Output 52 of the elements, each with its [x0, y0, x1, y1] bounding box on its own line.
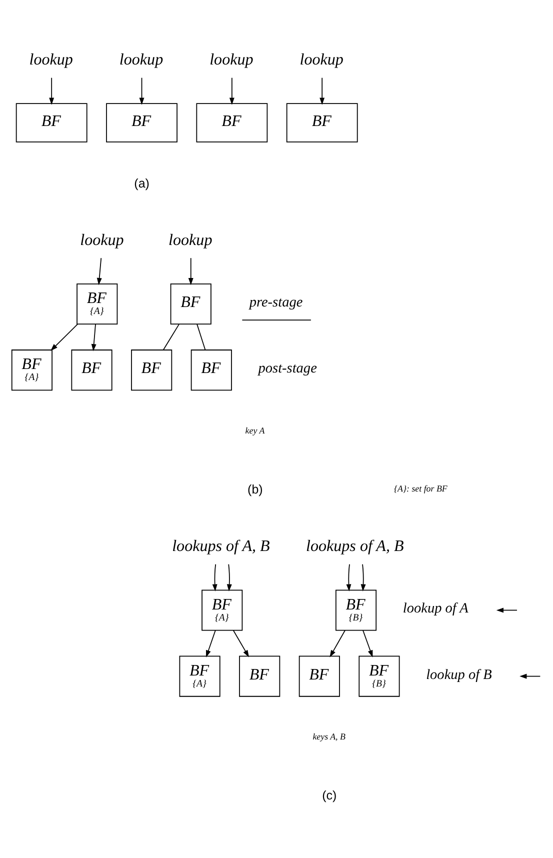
arrow [212, 564, 218, 592]
node-box: BF [71, 350, 112, 391]
arrow [188, 258, 194, 286]
node-text: lookups of A, B [306, 538, 404, 556]
node-text: lookups of A, B [172, 538, 270, 556]
arrow [360, 564, 366, 592]
arrow [49, 77, 54, 105]
node-box: BF [298, 656, 340, 697]
node-text: lookup [80, 232, 124, 250]
label: (c) [322, 788, 337, 803]
legend-label: lookup of B [426, 666, 492, 683]
arrow [50, 324, 78, 351]
node-box: BF {B} [335, 590, 377, 631]
node-text: lookup [300, 52, 344, 69]
arrow [96, 258, 102, 286]
arrow [346, 564, 352, 592]
node-text: lookup [210, 52, 254, 69]
connector [196, 324, 206, 350]
arrow [91, 324, 96, 352]
arrow [229, 77, 234, 105]
label: post-stage [258, 360, 317, 377]
label: key A [245, 425, 265, 436]
node-box: BF [190, 350, 232, 391]
node-box: BF [106, 103, 178, 142]
node-box: BF [16, 103, 88, 142]
arrow [320, 77, 325, 105]
label: pre-stage [249, 294, 303, 311]
node-box: BF {A} [76, 283, 118, 325]
node-text: lookup [29, 52, 73, 69]
arrow [232, 630, 250, 658]
connector [162, 324, 180, 350]
node-box: BF [131, 350, 172, 391]
node-text: lookup [168, 232, 212, 250]
label: (b) [248, 482, 263, 496]
node-box: BF [170, 283, 212, 325]
arrow [226, 564, 232, 592]
arrow [206, 630, 216, 658]
arrow [330, 630, 346, 658]
node-box: BF {B} [358, 656, 400, 697]
label: keys A, B [312, 732, 346, 742]
node-box: BF {A} [179, 656, 220, 697]
label: {A}: set for BF [394, 483, 448, 494]
node-box: BF [196, 103, 268, 142]
label: (a) [134, 176, 150, 190]
node-text: lookup [119, 52, 164, 69]
arrow [139, 77, 144, 105]
node-box: BF {A} [202, 590, 243, 631]
node-box: BF [239, 656, 280, 697]
node-box: BF [286, 103, 358, 142]
node-box: BF {A} [11, 350, 52, 391]
legend-label: lookup of A [402, 600, 468, 617]
arrow [362, 630, 373, 658]
